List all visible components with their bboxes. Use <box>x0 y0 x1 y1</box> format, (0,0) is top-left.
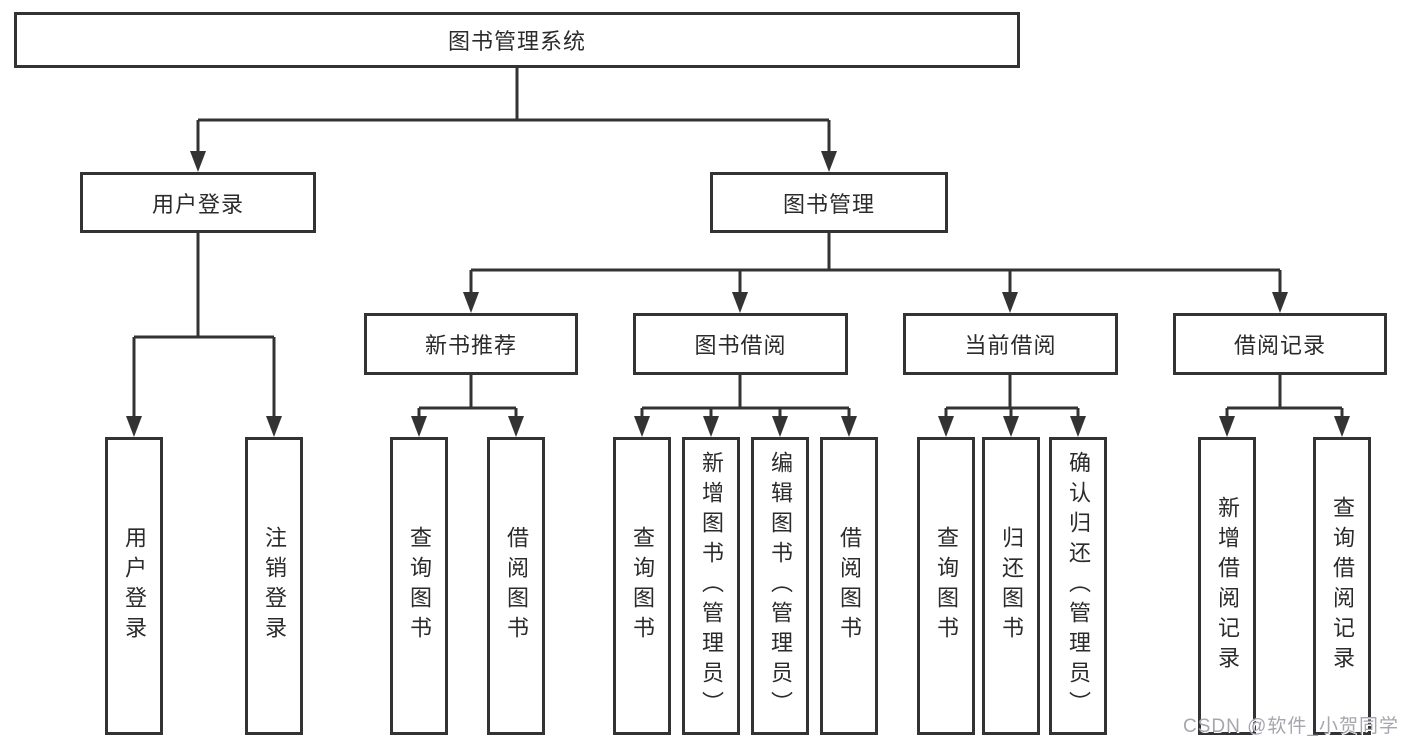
leaf-logout-label: 注销登录 <box>262 526 287 646</box>
node-new-book-recommend: 新书推荐 <box>364 313 578 375</box>
node-book-management: 图书管理 <box>710 172 948 233</box>
node-user-login-label: 用户登录 <box>151 191 244 217</box>
leaf-add-book-admin-label: 新增图书（管理员） <box>699 451 724 721</box>
node-borrow-records: 借阅记录 <box>1173 313 1387 375</box>
tree-edges <box>132 68 1344 416</box>
leaf-user-login: 用户登录 <box>105 437 163 735</box>
leaf-confirm-return-admin-label: 确认归还（管理员） <box>1066 451 1091 721</box>
leaf-borrow-book-recommend: 借阅图书 <box>487 437 545 735</box>
leaf-return-book: 归还图书 <box>982 437 1040 735</box>
node-book-borrowing-label: 图书借阅 <box>694 333 787 358</box>
leaf-add-borrow-record: 新增借阅记录 <box>1198 437 1256 735</box>
leaf-query-book-recommend-label: 查询图书 <box>407 526 432 646</box>
leaf-edit-book-admin: 编辑图书（管理员） <box>751 437 809 735</box>
node-borrow-records-label: 借阅记录 <box>1233 333 1326 358</box>
leaf-borrow-book-recommend-label: 借阅图书 <box>504 526 529 646</box>
node-book-management-label: 图书管理 <box>782 191 875 217</box>
node-new-book-recommend-label: 新书推荐 <box>424 333 517 358</box>
leaf-query-borrow-record-label: 查询借阅记录 <box>1330 496 1355 676</box>
leaf-add-book-admin: 新增图书（管理员） <box>682 437 740 735</box>
leaf-edit-book-admin-label: 编辑图书（管理员） <box>768 451 793 721</box>
leaf-query-borrow-record: 查询借阅记录 <box>1313 437 1371 735</box>
leaf-logout: 注销登录 <box>245 437 303 735</box>
leaf-add-borrow-record-label: 新增借阅记录 <box>1215 496 1240 676</box>
leaf-query-book-borrowing-label: 查询图书 <box>630 526 655 646</box>
leaf-query-book-borrowing: 查询图书 <box>613 437 671 735</box>
leaf-query-book-current-label: 查询图书 <box>934 526 959 646</box>
leaf-confirm-return-admin: 确认归还（管理员） <box>1049 437 1107 735</box>
node-root-label: 图书管理系统 <box>447 29 586 54</box>
leaf-user-login-label: 用户登录 <box>122 526 147 646</box>
leaf-query-book-current: 查询图书 <box>917 437 975 735</box>
csdn-watermark: CSDN @软件_小贺同学 <box>1183 716 1399 737</box>
node-root: 图书管理系统 <box>14 12 1020 68</box>
node-user-login: 用户登录 <box>80 172 316 233</box>
leaf-return-book-label: 归还图书 <box>999 526 1024 646</box>
node-book-borrowing: 图书借阅 <box>633 313 848 375</box>
node-current-borrowing: 当前借阅 <box>903 313 1118 375</box>
arrowheads <box>126 151 1350 437</box>
leaf-query-book-recommend: 查询图书 <box>390 437 448 735</box>
node-current-borrowing-label: 当前借阅 <box>964 333 1057 358</box>
leaf-borrow-book-label: 借阅图书 <box>837 526 862 646</box>
leaf-borrow-book: 借阅图书 <box>820 437 878 735</box>
